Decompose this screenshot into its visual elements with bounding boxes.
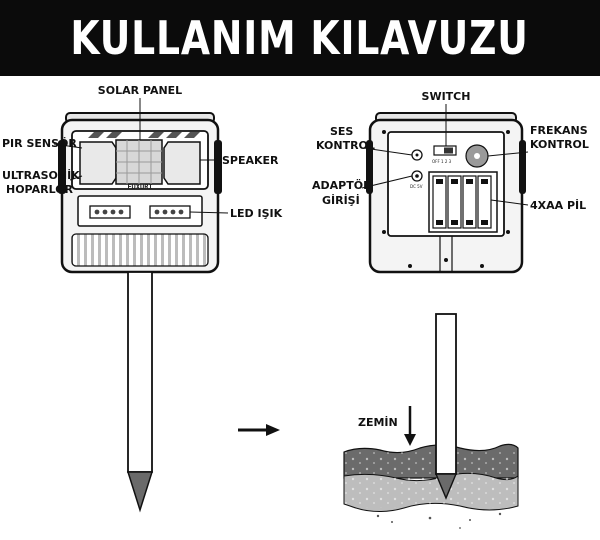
label-ses-2: KONTROL bbox=[316, 139, 375, 152]
back-right-grip bbox=[519, 140, 526, 194]
left-speaker-opening bbox=[79, 141, 117, 185]
inserted-stake bbox=[435, 313, 457, 475]
title-banner: KULLANIM KILAVUZU bbox=[0, 0, 600, 76]
soil-particles bbox=[376, 512, 502, 529]
stake-tip bbox=[126, 471, 154, 513]
label-frekans-2: KONTROL bbox=[530, 138, 589, 151]
batteries bbox=[432, 175, 492, 229]
dc-mark: DC 5V bbox=[410, 184, 423, 189]
leader-led bbox=[189, 211, 229, 214]
label-ses-1: SES bbox=[330, 125, 353, 138]
label-led: LED IŞIK bbox=[230, 207, 283, 220]
left-grip bbox=[58, 140, 66, 194]
label-ground: ZEMİN bbox=[358, 415, 398, 429]
usage-diagram: FUXURI SOLAR PANEL PIR SENSÖR ULTRASONİK… bbox=[2, 84, 589, 529]
leader-ses bbox=[363, 147, 413, 156]
left-led-bar bbox=[89, 205, 131, 219]
front-device: FUXURI bbox=[58, 112, 222, 513]
ribbed-base bbox=[71, 233, 209, 267]
ground-stake bbox=[127, 271, 153, 473]
label-battery: 4XAA PİL bbox=[530, 198, 586, 212]
label-ultrasonic-1: ULTRASONİK bbox=[2, 168, 80, 182]
leader-ultrasonic bbox=[69, 175, 83, 181]
ground-scene bbox=[343, 313, 519, 529]
leader-adaptor bbox=[361, 175, 413, 189]
screws bbox=[382, 130, 510, 268]
label-adaptor-2: GİRİŞİ bbox=[322, 193, 360, 207]
label-frekans-1: FREKANS bbox=[530, 124, 588, 137]
label-adaptor-1: ADAPTÖR bbox=[312, 178, 372, 192]
back-device: OFF 1 2 3 DC 5V bbox=[366, 112, 526, 274]
vent-stripes bbox=[88, 132, 200, 138]
label-pir-sensor: PIR SENSÖR bbox=[2, 136, 77, 150]
label-speaker: SPEAKER bbox=[222, 154, 279, 167]
label-solar-panel: SOLAR PANEL bbox=[98, 84, 182, 97]
battery-terminals bbox=[436, 179, 488, 225]
label-switch: SWITCH bbox=[422, 90, 471, 103]
right-arrow bbox=[238, 424, 280, 436]
switch-marks: OFF 1 2 3 bbox=[432, 159, 452, 164]
leader-frekans bbox=[487, 151, 529, 157]
back-left-grip bbox=[366, 140, 373, 194]
leader-battery bbox=[490, 199, 529, 206]
brand-text: FUXURI bbox=[127, 183, 152, 191]
label-ultrasonic-2: HOPARLÖR bbox=[6, 182, 74, 196]
led-dots bbox=[94, 209, 184, 215]
inserted-stake-tip bbox=[434, 473, 458, 500]
solar-cells bbox=[116, 140, 162, 184]
right-grip bbox=[214, 140, 222, 194]
leader-pir bbox=[53, 143, 83, 149]
right-speaker-opening bbox=[163, 141, 201, 185]
page-title: KULLANIM KILAVUZU bbox=[70, 11, 530, 65]
